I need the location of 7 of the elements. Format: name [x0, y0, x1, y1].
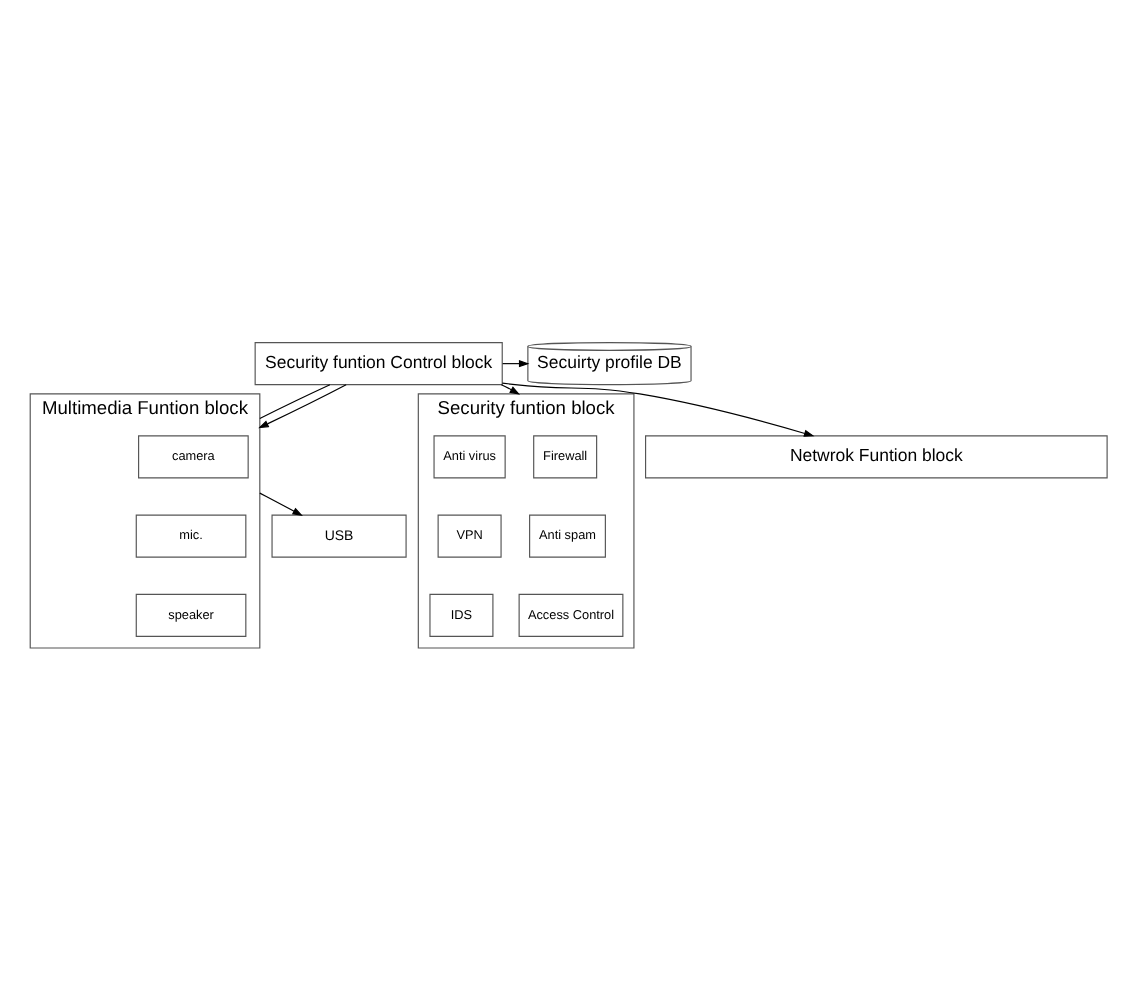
arrow — [259, 491, 303, 515]
node-box: Security funtion Control block — [254, 341, 503, 385]
arrow — [501, 381, 815, 436]
arrow — [258, 383, 347, 428]
connector — [259, 383, 331, 419]
arrow — [500, 383, 521, 394]
node-box: Netwrok Funtion block — [645, 434, 1108, 478]
